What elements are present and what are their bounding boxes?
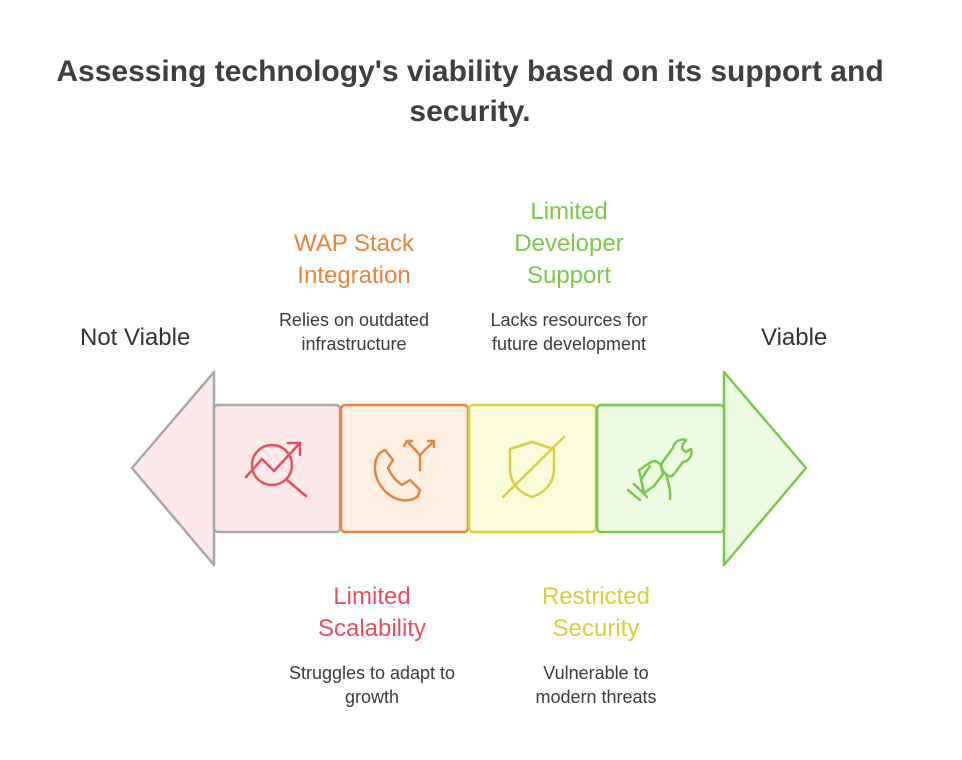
left-arrow-head bbox=[130, 370, 216, 567]
wap-stack-integration-description: Relies on outdated infrastructure bbox=[278, 310, 430, 354]
segment-wap-stack bbox=[339, 403, 470, 534]
limited-scalability-description: Struggles to adapt to growth bbox=[288, 663, 456, 707]
limited-developer-support-description: Lacks resources for future development bbox=[490, 310, 648, 354]
limited-developer-support-title: Limited Developer Support bbox=[514, 198, 624, 289]
restricted-security-title: Restricted Security bbox=[541, 583, 651, 642]
not-viable-label: Not Viable bbox=[80, 324, 191, 351]
right-arrow-head bbox=[722, 370, 808, 567]
shield-slash-icon bbox=[501, 435, 566, 499]
wap-stack-integration-title: WAP Stack Integration bbox=[293, 230, 415, 289]
diagram-title: Assessing technology's viability based o… bbox=[56, 55, 884, 128]
viable-label: Viable bbox=[761, 324, 828, 351]
limited-scalability-title: Limited Scalability bbox=[317, 583, 427, 642]
phone-arrows-icon bbox=[373, 439, 436, 502]
wrench-hand-icon bbox=[626, 438, 693, 502]
restricted-security-description: Vulnerable to modern threats bbox=[535, 663, 657, 707]
chart-magnify-icon bbox=[244, 441, 308, 498]
